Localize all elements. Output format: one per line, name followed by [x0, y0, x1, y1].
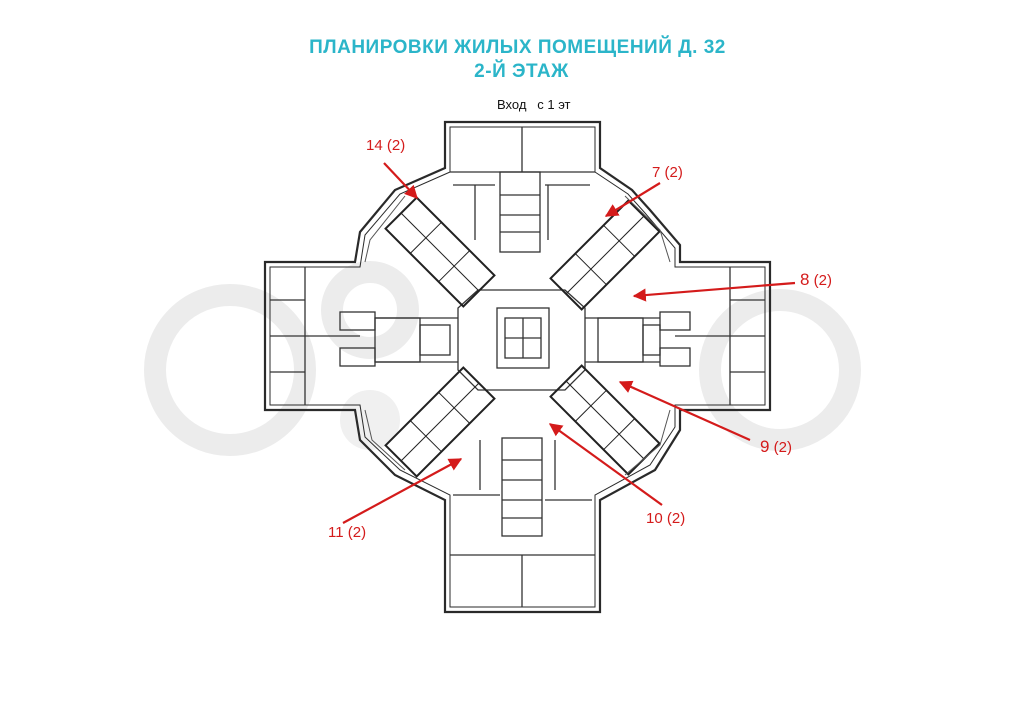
- arrow-apt-7: [604, 182, 661, 217]
- apt-suffix: (2): [347, 524, 367, 541]
- apt-number: 7: [652, 164, 661, 181]
- apt-suffix: (2): [813, 272, 832, 289]
- arrow-apt-11: [342, 458, 463, 524]
- page-title: ПЛАНИРОВКИ ЖИЛЫХ ПОМЕЩЕНИЙ Д. 32: [309, 37, 726, 58]
- floor-subtitle: 2-Й ЭТАЖ: [474, 61, 569, 82]
- apt-number: 10: [646, 510, 663, 527]
- apartment-arrows: [342, 162, 796, 524]
- apt-suffix: (2): [664, 164, 683, 181]
- callout-apt-14: 14 (2): [366, 137, 405, 154]
- apt-number: 11: [328, 524, 344, 541]
- entrance-label: Вход с 1 эт: [497, 97, 571, 112]
- interior-walls: [270, 127, 765, 607]
- arrow-apt-14: [383, 162, 418, 199]
- apt-suffix: (2): [773, 439, 792, 456]
- diagonal-blocks: [384, 196, 661, 478]
- apt-suffix: (2): [386, 137, 406, 154]
- arrow-apt-10: [548, 423, 663, 506]
- arrow-apt-8: [632, 281, 796, 302]
- arrow-apt-9: [618, 380, 751, 442]
- apt-number: 14: [366, 137, 383, 154]
- callout-apt-7: 7 (2): [652, 164, 683, 181]
- apt-suffix: (2): [666, 510, 686, 527]
- callout-apt-10: 10 (2): [646, 510, 685, 527]
- outer-walls: [263, 120, 772, 614]
- callout-apt-8: 8 (2): [800, 270, 832, 290]
- facade-bays: [364, 195, 671, 476]
- callout-apt-11: 11 (2): [328, 524, 366, 541]
- apt-number: 8: [800, 270, 810, 289]
- callout-apt-9: 9 (2): [760, 437, 792, 457]
- apt-number: 9: [760, 437, 770, 456]
